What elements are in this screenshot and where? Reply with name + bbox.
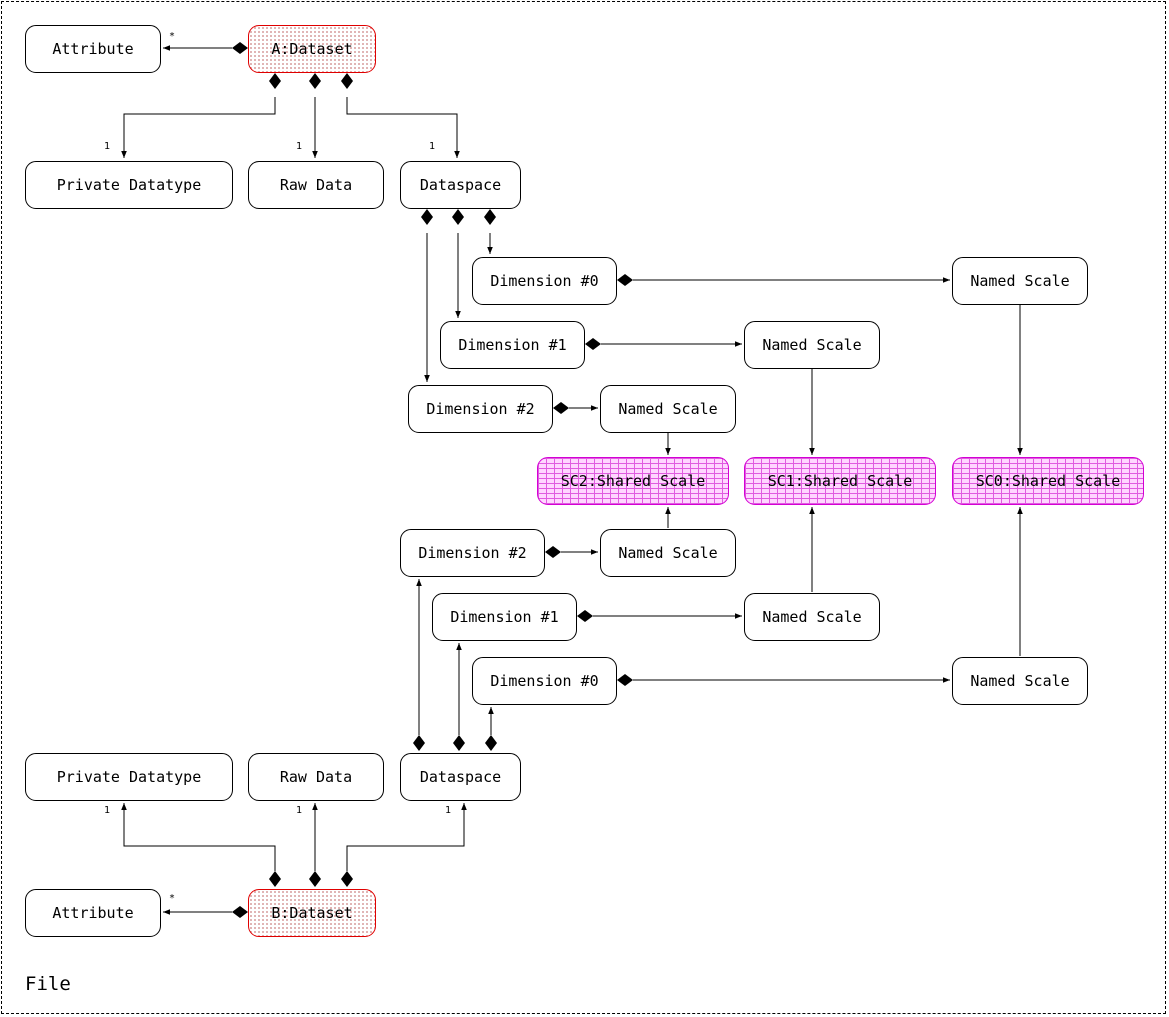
attribute-node-bottom: Attribute [25, 889, 161, 937]
multiplicity-private-datatype-top: 1 [104, 141, 111, 152]
raw-data-node-top: Raw Data [248, 161, 384, 209]
private-datatype-node-bottom: Private Datatype [25, 753, 233, 801]
diamond-b-dim2-scale [545, 546, 561, 558]
file-label: File [25, 973, 71, 995]
multiplicity-raw-data-top: 1 [296, 141, 303, 152]
dimension-2-node-bottom: Dimension #2 [400, 529, 545, 577]
dataset-a-node: A:Dataset [248, 25, 376, 73]
diamond-b-dim0-scale [617, 674, 633, 686]
diamond-dim1-scale [585, 338, 601, 350]
diamond-dataspace-dim2 [421, 209, 433, 225]
dataspace-label-top: Dataspace [419, 176, 502, 194]
diamond-a-dataspace [341, 73, 353, 89]
private-datatype-node-top: Private Datatype [25, 161, 233, 209]
diamond-b-dim1-scale [577, 610, 593, 622]
diamond-b-raw [309, 871, 321, 887]
diamond-b-attribute [232, 906, 248, 918]
multiplicity-dataspace-bottom: 1 [445, 805, 452, 816]
multiplicity-attribute-top: * [169, 31, 176, 42]
dimension-0-label-bottom: Dimension #0 [490, 672, 599, 690]
diamond-a-attribute [232, 42, 248, 54]
dataspace-label-bottom: Dataspace [419, 768, 502, 786]
dimension-2-node-top: Dimension #2 [408, 385, 553, 433]
named-scale-0-node-bottom: Named Scale [952, 657, 1088, 705]
edge-a-private [121, 97, 276, 158]
multiplicity-dataspace-top: 1 [429, 141, 436, 152]
edge-a-dataspace [346, 97, 460, 158]
multiplicity-raw-data-bottom: 1 [296, 805, 303, 816]
diamond-b-dataspace-dim1 [453, 735, 465, 751]
dataset-b-node: B:Dataset [248, 889, 376, 937]
private-datatype-label-top: Private Datatype [56, 176, 202, 194]
dataspace-node-bottom: Dataspace [400, 753, 521, 801]
diamond-dim2-scale [553, 402, 569, 414]
dimension-2-label-top: Dimension #2 [426, 400, 535, 418]
dimension-0-node-top: Dimension #0 [472, 257, 617, 305]
dataspace-node-top: Dataspace [400, 161, 521, 209]
shared-scale-sc1-node: SC1:Shared Scale [744, 457, 936, 505]
diamond-a-raw [309, 73, 321, 89]
shared-scale-sc2-label: SC2:Shared Scale [560, 472, 706, 490]
named-scale-1-label-top: Named Scale [762, 336, 862, 354]
shared-scale-sc0-node: SC0:Shared Scale [952, 457, 1144, 505]
raw-data-label-top: Raw Data [279, 176, 353, 194]
attribute-label-top: Attribute [52, 40, 134, 58]
diamond-a-private [269, 73, 281, 89]
named-scale-0-node-top: Named Scale [952, 257, 1088, 305]
dimension-1-node-top: Dimension #1 [440, 321, 585, 369]
diamond-b-dataspace-dim2 [413, 735, 425, 751]
named-scale-1-node-bottom: Named Scale [744, 593, 880, 641]
dataset-b-label: B:Dataset [271, 904, 353, 922]
edge-b-private [121, 803, 276, 871]
raw-data-node-bottom: Raw Data [248, 753, 384, 801]
named-scale-1-node-top: Named Scale [744, 321, 880, 369]
private-datatype-label-bottom: Private Datatype [56, 768, 202, 786]
named-scale-1-label-bottom: Named Scale [762, 608, 862, 626]
diamond-dataspace-dim1 [452, 209, 464, 225]
raw-data-label-bottom: Raw Data [279, 768, 353, 786]
multiplicity-private-datatype-bottom: 1 [104, 805, 111, 816]
dimension-1-label-bottom: Dimension #1 [450, 608, 559, 626]
diamond-dataspace-dim0 [484, 209, 496, 225]
diamond-b-dataspace-dim0 [485, 735, 497, 751]
diamond-b-dataspace [341, 871, 353, 887]
shared-scale-sc0-label: SC0:Shared Scale [975, 472, 1121, 490]
shared-scale-sc2-node: SC2:Shared Scale [537, 457, 729, 505]
dimension-1-label-top: Dimension #1 [458, 336, 567, 354]
named-scale-2-node-top: Named Scale [600, 385, 736, 433]
edge-b-dataspace [346, 803, 467, 871]
diamond-dim0-scale [617, 274, 633, 286]
diamond-b-private [269, 871, 281, 887]
named-scale-2-label-top: Named Scale [618, 400, 718, 418]
attribute-label-bottom: Attribute [52, 904, 134, 922]
named-scale-2-label-bottom: Named Scale [618, 544, 718, 562]
dimension-0-node-bottom: Dimension #0 [472, 657, 617, 705]
attribute-node-top: Attribute [25, 25, 161, 73]
dimension-2-label-bottom: Dimension #2 [418, 544, 527, 562]
shared-scale-sc1-label: SC1:Shared Scale [767, 472, 913, 490]
dimension-0-label-top: Dimension #0 [490, 272, 599, 290]
named-scale-0-label-top: Named Scale [970, 272, 1070, 290]
dataset-a-label: A:Dataset [271, 40, 353, 58]
named-scale-0-label-bottom: Named Scale [970, 672, 1070, 690]
multiplicity-attribute-bottom: * [169, 893, 176, 904]
dimension-1-node-bottom: Dimension #1 [432, 593, 577, 641]
named-scale-2-node-bottom: Named Scale [600, 529, 736, 577]
